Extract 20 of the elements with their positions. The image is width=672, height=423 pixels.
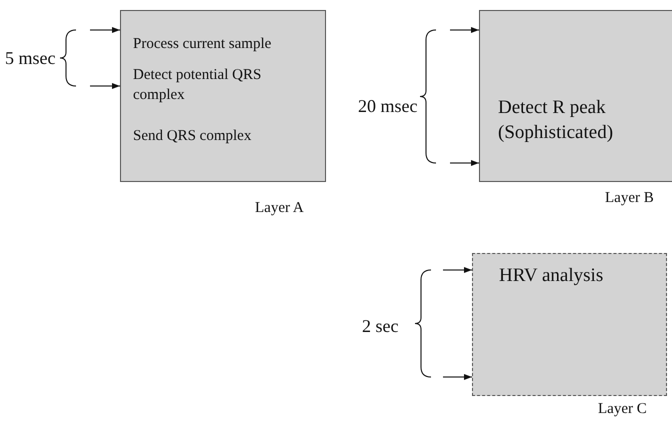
arrow [450,160,480,166]
node-text: Send QRS complex [133,127,252,146]
node-text: HRV analysis [499,264,604,288]
arrow [90,83,120,89]
arrow [450,27,480,33]
layer-caption: Layer A [255,200,304,217]
arrow [442,267,472,273]
process-box [479,10,672,182]
duration-label: 20 msec [358,96,418,117]
arrow [442,374,472,380]
node-text: Detect R peak (Sophisticated) [498,96,614,145]
node-text: Process current sample [133,35,272,54]
layer-caption: Layer C [598,401,647,418]
layer-caption: Layer B [605,190,654,207]
node-text: Detect potential QRS complex [133,66,262,104]
process-box [120,10,326,182]
process-box [472,253,667,396]
duration-label: 2 sec [362,316,398,337]
arrow [90,27,120,33]
duration-label: 5 msec [5,48,56,69]
